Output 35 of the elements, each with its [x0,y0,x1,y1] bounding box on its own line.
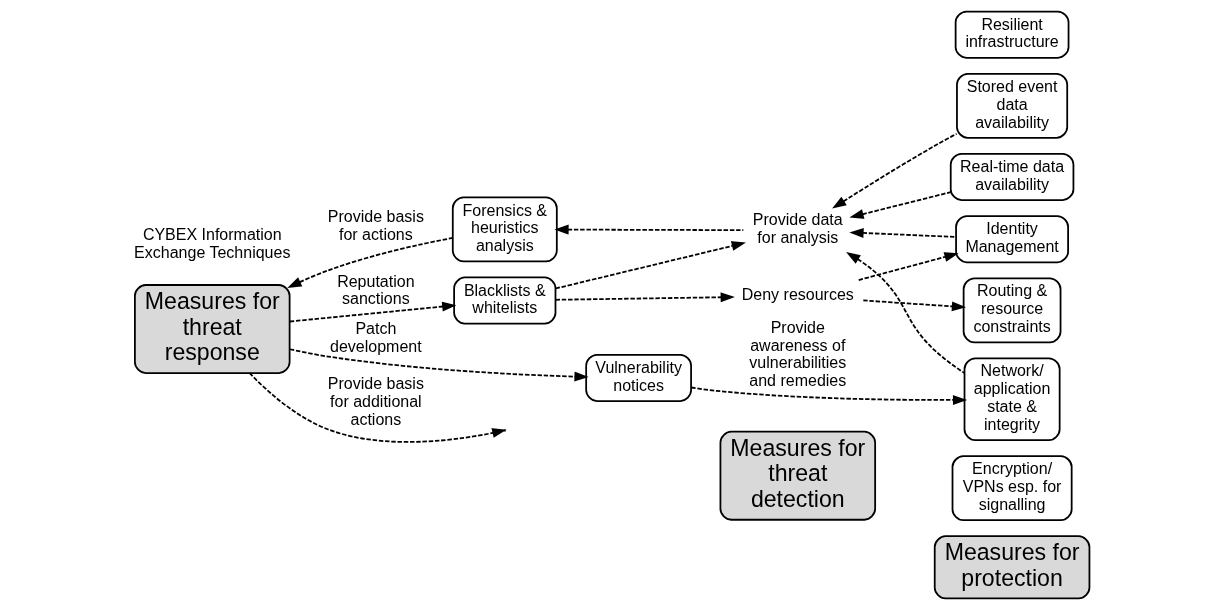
edge-label: Provide basis for actions [327,207,424,243]
arrow [846,252,966,374]
arrow [248,372,507,443]
node-box: Forensics & heuristics analysis [451,196,558,263]
edge-label: Patch development [330,319,422,355]
arrow [554,224,745,235]
arrow [554,292,735,303]
node-text: Provide data for analysis [752,211,843,247]
node-box: Identity Management [955,215,1069,264]
edge-label: Reputation sanctions [337,272,415,308]
arrow [832,132,958,209]
node-box: Stored event data availability [956,72,1069,139]
arrow [857,252,959,281]
arrow [849,228,957,238]
node-box: Vulnerability notices [585,353,692,402]
arrow [554,241,746,290]
node-box: Real-time data availability [949,152,1075,201]
node-box: Network/ application state & integrity [963,357,1061,442]
arrow [690,386,968,405]
arrow [289,348,589,382]
arrow [849,191,952,219]
node-box: Measures for threat detection [719,430,877,521]
arrow [862,299,967,312]
node-box: Blacklists & whitelists [453,276,557,325]
node-box: Measures for threat response [134,284,291,374]
edge-label: Provide awareness of vulnerabilities and remedies [749,318,847,390]
node-box: Resilient infrastructure [954,10,1070,59]
node-box: Measures for protection [933,535,1091,600]
node-box: Routing & resource constraints [962,277,1062,344]
arrow [289,301,457,323]
edge-label: Provide basis for additional actions [327,374,424,428]
node-text: Deny resources [741,286,854,304]
legend-label: CYBEX Information Exchange Techniques [134,226,291,262]
node-box: Encryption/ VPNs esp. for signalling [951,455,1073,522]
arrow [287,237,454,288]
